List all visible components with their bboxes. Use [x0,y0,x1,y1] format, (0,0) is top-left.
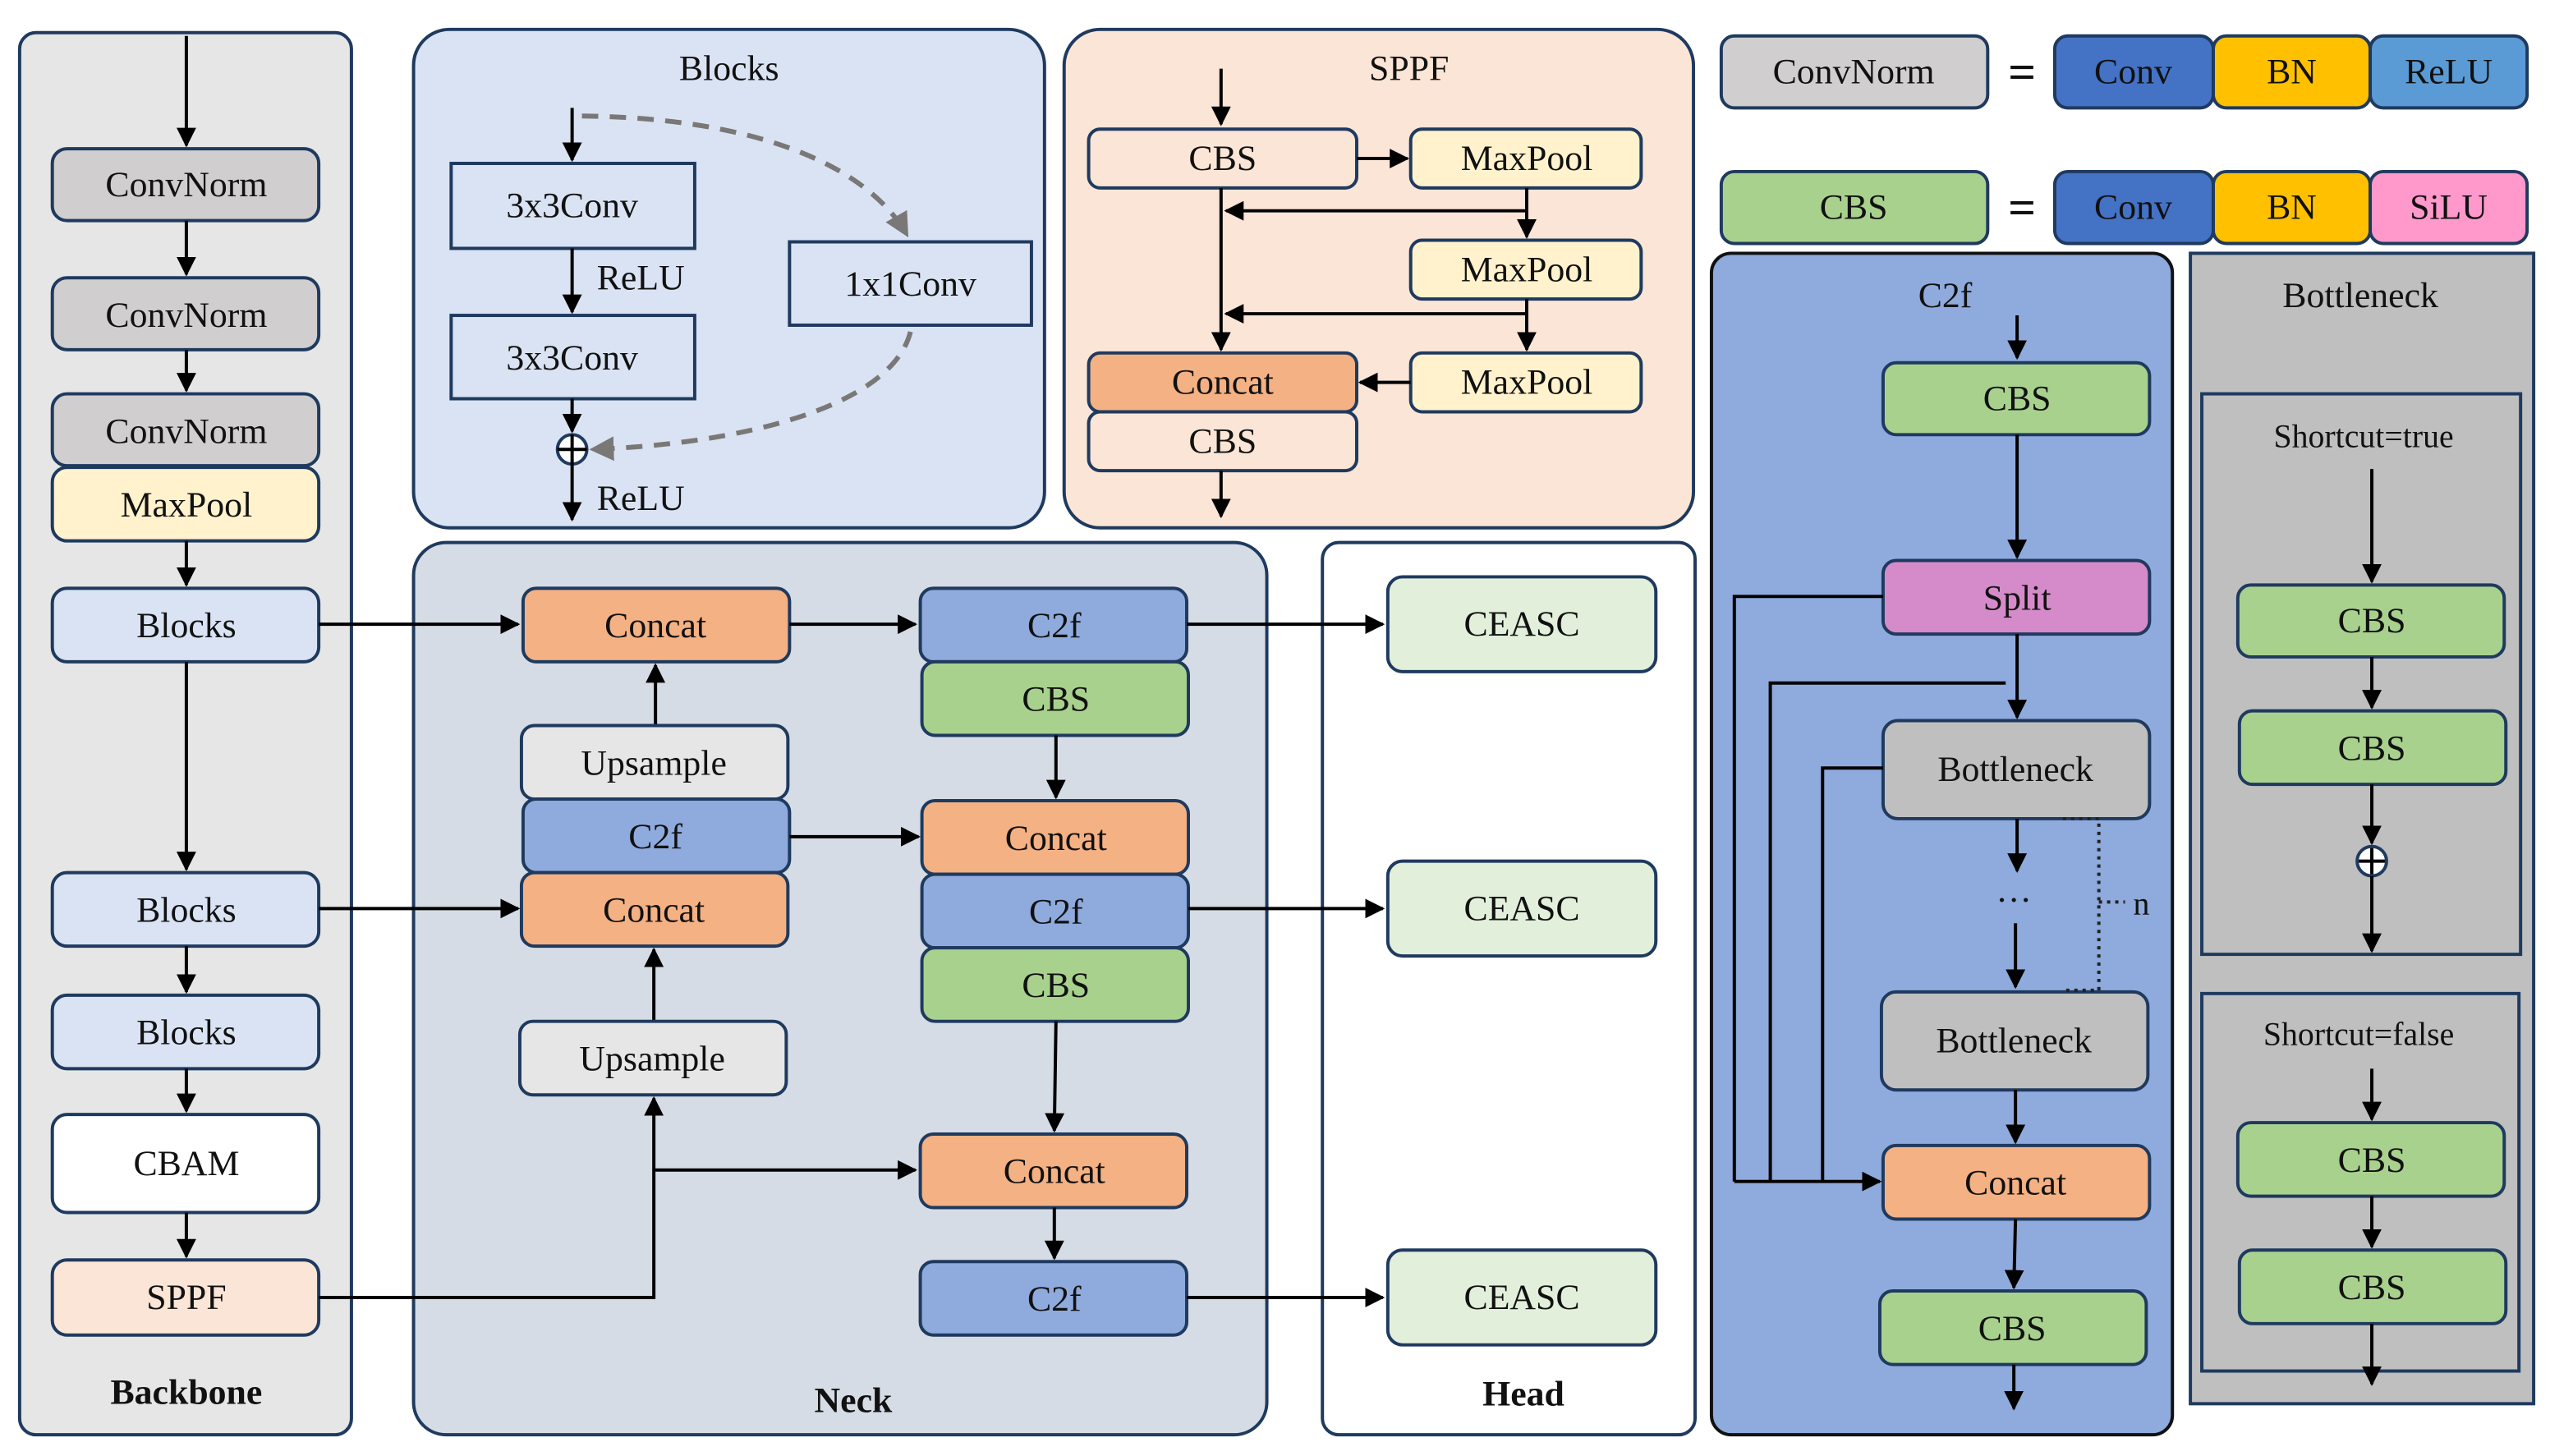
sppf-maxpool-1-label: MaxPool [1461,139,1593,178]
legend-relu-label: ReLU [2405,53,2493,92]
shortcut-false-cbs-1-label: CBS [2338,1141,2406,1180]
legend-cbs-label: CBS [1820,188,1888,227]
sppf-maxpool-3-label: MaxPool [1461,363,1593,402]
sppf-maxpool-2-label: MaxPool [1461,250,1593,289]
neck-concat-3-label: Concat [1005,819,1107,858]
head-title: Head [1482,1374,1564,1413]
legend-silu-label: SiLU [2410,188,2488,227]
blocks-skip-path-out [589,331,913,462]
c2f-detail: C2f CBS Split Bottleneck ··· Bottleneck … [1732,276,2152,1411]
bottleneck-detail-title: Bottleneck [2282,276,2438,315]
legend-bn-1-label: BN [2267,53,2317,92]
backbone-blocks-2-label: Blocks [136,890,237,930]
neck-upsample-1-label: Upsample [581,743,726,783]
head-ceasc-1-label: CEASC [1464,604,1580,644]
blocks-conv1x1[interactable] [788,240,1033,327]
c2f-repeat-n-label: n [2133,885,2149,921]
neck: Concat Upsample C2f Concat Upsample C2f … [319,586,1385,1420]
neck-c2f-3-label: C2f [1029,892,1083,931]
c2f-detail-panel [1709,251,2175,1437]
sppf-concat-label: Concat [1172,363,1274,402]
sppf-detail-title: SPPF [1369,49,1449,89]
c2f-bottleneck-1-label: Bottleneck [1937,750,2093,789]
blocks-conv3x3-b[interactable] [449,314,696,401]
shortcut-true-title: Shortcut=true [2273,418,2453,454]
legend-equals-2: = [2008,181,2036,235]
backbone-convnorm-3-label: ConvNorm [105,411,267,451]
head-ceasc-2-label: CEASC [1464,889,1580,928]
c2f-concat[interactable] [1881,1143,2152,1221]
neck-c2f-1-label: C2f [628,817,682,857]
c2f-cbs-in-label: CBS [1983,379,2051,419]
legend: ConvNorm = Conv BN ReLU CBS = Conv BN Si… [1719,34,2529,246]
blocks-skip-path-in [581,113,910,238]
bottleneck-detail: Bottleneck Shortcut=true CBS CBS Shortcu… [2200,276,2523,1386]
neck-cbs-1-label: CBS [1022,680,1090,719]
blocks-detail-title: Blocks [679,49,779,89]
legend-conv-1-label: Conv [2094,53,2172,92]
neck-concat-1-label: Concat [604,606,706,645]
backbone-sppf-label: SPPF [146,1278,226,1317]
c2f-ellipsis: ··· [1996,880,2032,920]
blocks-conv3x3-b-label: 3x3Conv [506,338,638,378]
neck-title: Neck [815,1380,893,1420]
neck-concat-2-label: Concat [603,890,705,930]
shortcut-false-cbs-2-label: CBS [2338,1268,2406,1307]
c2f-detail-title: C2f [1918,276,1973,315]
blocks-detail: Blocks 3x3Conv ReLU 3x3Conv ReLU 1x1Conv [449,49,1033,522]
neck-c2f-4-label: C2f [1027,1279,1082,1319]
shortcut-true-cbs-1-label: CBS [2338,601,2406,641]
head: CEASC CEASC CEASC Head [1385,575,1658,1413]
backbone-maxpool-label: MaxPool [121,485,253,525]
neck-concat-2[interactable] [519,870,790,948]
sppf-detail: SPPF CBS MaxPool MaxPool MaxPool Concat … [1087,49,1643,519]
blocks-conv1x1-label: 1x1Conv [844,264,976,304]
shortcut-true-cbs-2-label: CBS [2338,728,2406,768]
backbone-title: Backbone [110,1372,262,1412]
head-panel [1321,540,1698,1437]
head-ceasc-3[interactable] [1385,1248,1658,1347]
legend-convnorm [1719,34,1990,110]
legend-cbs [1719,169,1990,246]
backbone-blocks-3-label: Blocks [136,1013,237,1053]
legend-conv-2-label: Conv [2094,188,2172,227]
backbone: ConvNorm ConvNorm ConvNorm MaxPool Block… [50,35,321,1412]
neck-c2f-2-label: C2f [1027,606,1082,645]
c2f-cbs-out-label: CBS [1978,1309,2047,1348]
backbone-convnorm-1-label: ConvNorm [105,165,267,204]
blocks-relu-out-label: ReLU [597,479,685,518]
legend-equals-1: = [2008,45,2036,99]
legend-relu [2369,34,2529,110]
head-ceasc-2[interactable] [1385,859,1658,958]
neck-upsample-2-label: Upsample [579,1039,724,1078]
shortcut-false-title: Shortcut=false [2263,1017,2454,1053]
backbone-cbam-label: CBAM [133,1144,239,1183]
legend-convnorm-label: ConvNorm [1773,53,1935,92]
c2f-bottleneck-n-label: Bottleneck [1936,1022,2092,1061]
legend-silu [2369,169,2529,246]
sppf-cbs-out-label: CBS [1188,421,1257,461]
sppf-cbs-in-label: CBS [1188,139,1257,178]
c2f-split-label: Split [1983,578,2051,618]
backbone-blocks-1-label: Blocks [136,606,237,645]
head-ceasc-1[interactable] [1385,575,1658,673]
neck-concat-4-label: Concat [1004,1152,1105,1192]
c2f-concat-label: Concat [1964,1164,2066,1203]
backbone-convnorm-2-label: ConvNorm [105,296,267,335]
blocks-relu-mid-label: ReLU [597,258,685,297]
neck-upsample-2[interactable] [517,1019,788,1097]
head-ceasc-3-label: CEASC [1464,1278,1580,1317]
blocks-conv3x3-a-label: 3x3Conv [506,186,638,226]
neck-cbs-2-label: CBS [1022,966,1090,1005]
legend-bn-2-label: BN [2267,188,2317,227]
